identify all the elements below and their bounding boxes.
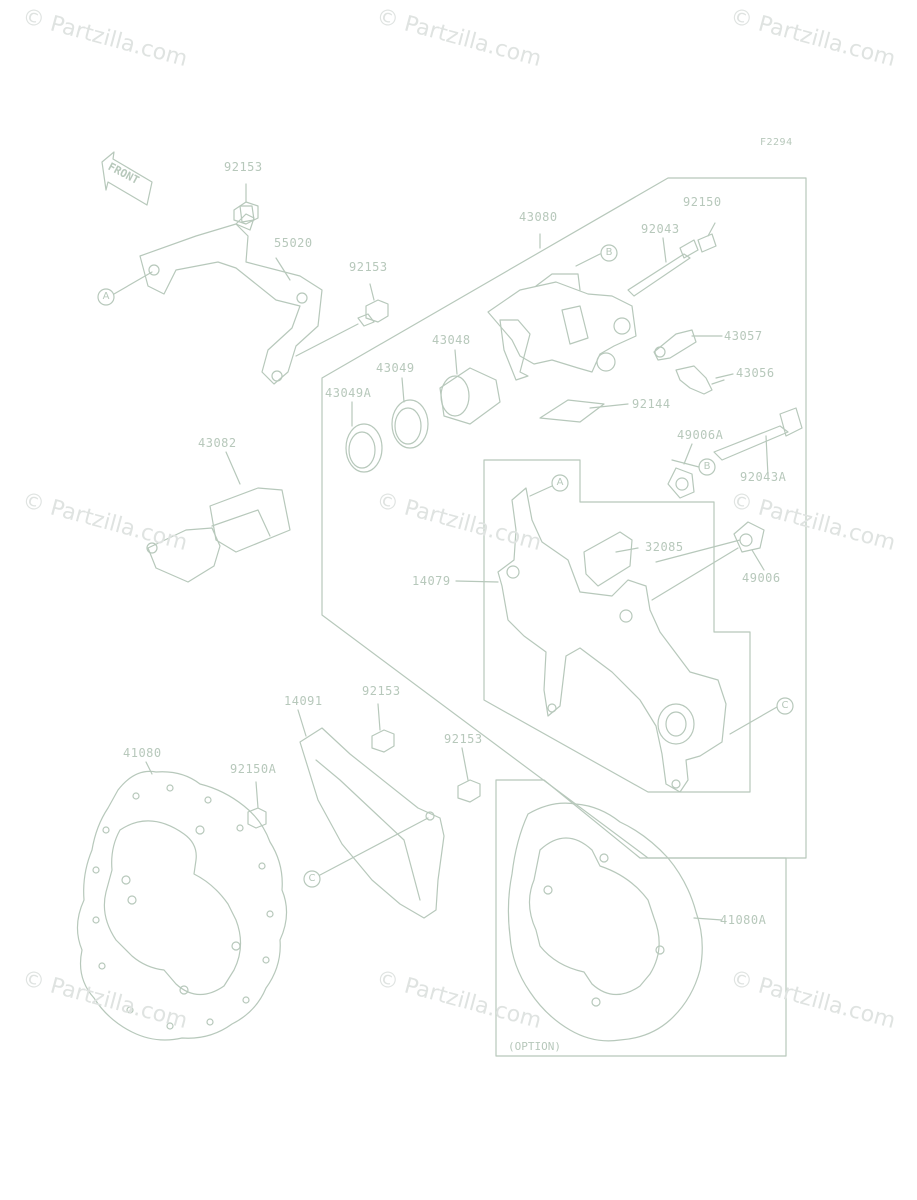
boot-49006A (667, 467, 695, 499)
bracket-14079 (497, 487, 727, 793)
plug-92150 (697, 233, 717, 253)
part-label[interactable]: 14079 (412, 574, 451, 588)
part-label[interactable]: 43057 (724, 329, 763, 343)
option-box-outline (495, 779, 787, 1057)
bolt-92153-mid (295, 283, 389, 357)
part-label[interactable]: 92153 (349, 260, 388, 274)
pin-92043 (627, 239, 699, 297)
piston-43048 (439, 367, 501, 425)
bolt-92153-shield (371, 703, 395, 753)
part-label[interactable]: 43049 (376, 361, 415, 375)
part-label[interactable]: 43080 (519, 210, 558, 224)
part-label[interactable]: 92153 (362, 684, 401, 698)
option-label: (OPTION) (508, 1040, 561, 1053)
bolt-92153-top (233, 183, 259, 225)
callout-a: A (102, 291, 110, 302)
seal-43049 (391, 399, 429, 449)
cap-43057 (653, 329, 697, 361)
disc-guard-14091 (299, 727, 445, 919)
pad-spring-32085 (583, 531, 633, 587)
part-label[interactable]: 32085 (645, 540, 684, 554)
bolt-92153-disc (457, 747, 481, 803)
part-label[interactable]: 41080A (720, 913, 767, 927)
part-label[interactable]: 14091 (284, 694, 323, 708)
bolt-92150A (247, 781, 267, 829)
torque-arm-55020 (139, 205, 323, 385)
part-label[interactable]: 92043A (740, 470, 787, 484)
callout-b: B (703, 461, 711, 472)
front-arrow-icon (101, 151, 153, 206)
part-label[interactable]: 49006A (677, 428, 724, 442)
caliper-body-43080 (487, 273, 637, 381)
part-label[interactable]: 92150A (230, 762, 277, 776)
part-label[interactable]: 43056 (736, 366, 775, 380)
spring-92144 (539, 399, 605, 423)
brake-disc-41080 (76, 770, 288, 1041)
part-label[interactable]: 43049A (325, 386, 372, 400)
seal-43049A (345, 423, 383, 473)
part-label[interactable]: 92150 (683, 195, 722, 209)
part-label[interactable]: 92153 (224, 160, 263, 174)
part-label[interactable]: 92153 (444, 732, 483, 746)
leader-lines (113, 222, 778, 921)
part-label[interactable]: 92144 (632, 397, 671, 411)
part-label[interactable]: 92043 (641, 222, 680, 236)
figure-code: F2294 (760, 137, 793, 148)
part-label[interactable]: 43082 (198, 436, 237, 450)
callout-a: A (556, 477, 564, 488)
pin-92043A (713, 407, 803, 461)
part-label[interactable]: 43048 (432, 333, 471, 347)
callout-b: B (605, 247, 613, 258)
brake-pads-43082 (146, 487, 291, 583)
bleeder-43056 (675, 365, 725, 395)
part-label[interactable]: 41080 (123, 746, 162, 760)
bracket-group-outline (483, 459, 751, 793)
callout-c: C (781, 700, 789, 711)
part-label[interactable]: 55020 (274, 236, 313, 250)
brake-disc-41080A (507, 802, 703, 1042)
boot-49006 (733, 521, 765, 553)
caliper-group-outline (321, 177, 807, 859)
part-label[interactable]: 49006 (742, 571, 781, 585)
callout-c: C (308, 873, 316, 884)
